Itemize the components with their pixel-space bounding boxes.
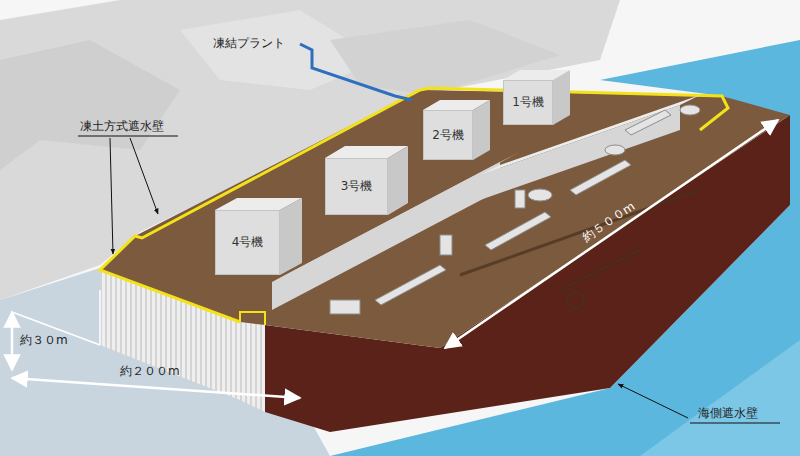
dimension-label: 約３０m <box>20 333 68 347</box>
wall-label: 凍土方式遮水壁 <box>80 119 164 133</box>
dimension-label: 約２００m <box>120 364 180 378</box>
building-name: 4号機 <box>232 234 264 251</box>
building-name: 3号機 <box>341 178 373 195</box>
reactor-building: 2号機 <box>423 110 473 160</box>
wall-label: 海側遮水壁 <box>698 406 758 420</box>
reactor-building: 4号機 <box>215 210 280 275</box>
reactor-building: 1号機 <box>503 80 553 125</box>
plant-label: 凍結プラント <box>213 36 285 50</box>
building-name: 1号機 <box>512 94 544 111</box>
building-name: 2号機 <box>432 127 464 144</box>
reactor-building: 3号機 <box>325 158 388 215</box>
